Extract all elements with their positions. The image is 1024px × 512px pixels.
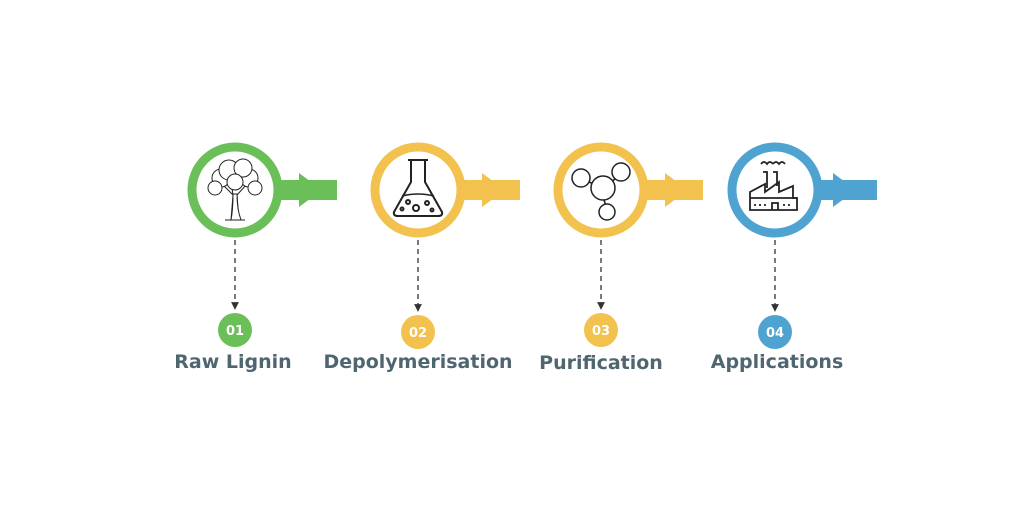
arrow-head xyxy=(299,173,322,207)
step-number: 02 xyxy=(409,326,427,341)
step-1 xyxy=(187,142,337,238)
step-label: Depolymerisation xyxy=(323,351,513,373)
step-number: 03 xyxy=(592,324,610,339)
step-label: Applications xyxy=(710,351,844,373)
arrow-head xyxy=(482,173,505,207)
molecule-icon xyxy=(571,162,631,221)
step-2 xyxy=(370,142,520,238)
step-4 xyxy=(727,142,877,238)
step-3 xyxy=(553,142,703,238)
factory-icon xyxy=(749,161,798,211)
step-circle xyxy=(370,142,466,238)
step-label: Purification xyxy=(539,352,663,374)
step-label: Raw Lignin xyxy=(174,351,292,373)
step-circle xyxy=(727,142,823,238)
step-number: 01 xyxy=(226,324,244,339)
step-badge-4: 04 xyxy=(758,315,792,349)
flask-icon xyxy=(392,159,444,217)
step-badge-2: 02 xyxy=(401,315,435,349)
tree-icon xyxy=(207,158,263,221)
step-badge-3: 03 xyxy=(584,313,618,347)
step-number: 04 xyxy=(766,326,784,341)
arrow-head xyxy=(665,173,688,207)
arrow-head xyxy=(833,173,856,207)
step-badge-1: 01 xyxy=(218,313,252,347)
